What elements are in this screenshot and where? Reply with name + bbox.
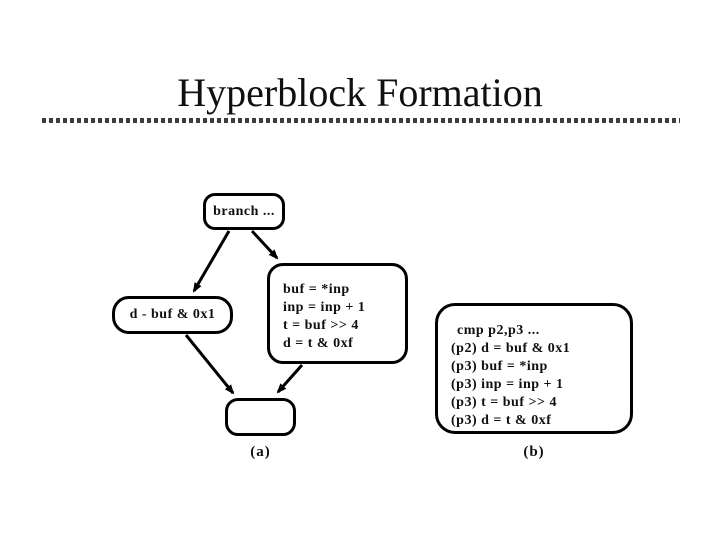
cfg-branch-label: branch ... (213, 203, 275, 219)
code-line: (p3) t = buf >> 4 (451, 395, 557, 410)
slide-title: Hyperblock Formation (177, 70, 543, 115)
cfg-left-block-code: d - buf & 0x1 (129, 307, 216, 322)
arrow-branch-to-left-block (192, 230, 231, 293)
title-underline-dotted-rule (42, 118, 680, 123)
code-line: (p3) inp = inp + 1 (451, 377, 564, 392)
cfg-left-basic-block: d - buf & 0x1 (112, 296, 233, 334)
code-line: inp = inp + 1 (283, 300, 366, 315)
code-line: cmp p2,p3 ... (457, 323, 540, 338)
cfg-branch-node: branch ... (203, 193, 285, 230)
code-line: (p3) buf = *inp (451, 359, 548, 374)
code-line: buf = *inp (283, 282, 350, 297)
caption-b: (b) (523, 444, 545, 460)
cfg-middle-basic-block: buf = *inp inp = inp + 1 t = buf >> 4 d … (267, 263, 408, 364)
code-line: (p3) d = t & 0xf (451, 413, 552, 428)
caption-a: (a) (250, 444, 271, 460)
code-line: d = t & 0xf (283, 336, 354, 351)
code-line: t = buf >> 4 (283, 318, 359, 333)
arrow-branch-to-middle-block (250, 229, 279, 260)
hyperblock-predicated-block: cmp p2,p3 ... (p2) d = buf & 0x1 (p3) bu… (435, 303, 633, 434)
arrow-middle-block-to-exit (276, 364, 304, 394)
arrow-left-block-to-exit (184, 334, 235, 395)
cfg-exit-block-empty (225, 398, 296, 436)
code-line: (p2) d = buf & 0x1 (451, 341, 571, 356)
